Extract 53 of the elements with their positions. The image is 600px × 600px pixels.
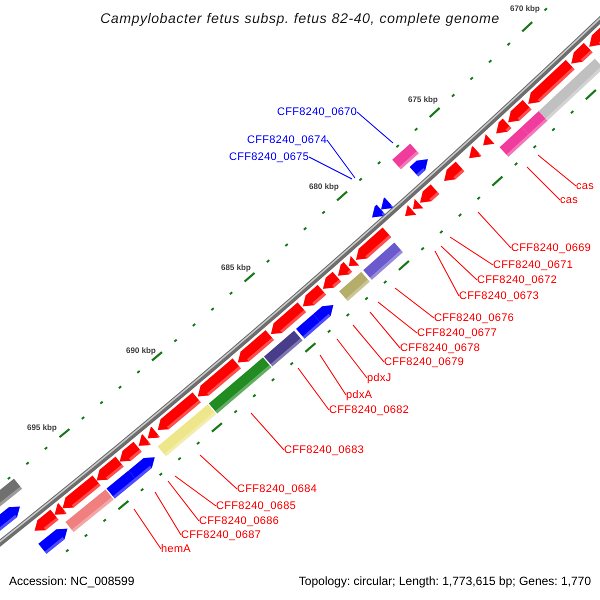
leader-line [308,156,352,180]
leader-line [174,476,216,506]
gene-label: CFF8240_0686 [199,514,280,528]
leader-line [134,508,162,550]
scale-label: 675 kbp [408,95,438,105]
leader-line [434,250,460,296]
leader-line [154,492,182,536]
gene-label: CFF8240_0682 [329,404,410,416]
gene-label: CFF8240_0674 [246,134,327,146]
scale-label: 690 kbp [126,346,156,356]
gene-label: CFF8240_0683 [284,444,364,456]
gene-label: CFF8240_0673 [459,290,540,302]
scale-label: 670 kbp [510,4,540,14]
gene-label: CFF8240_0678 [400,342,480,354]
accession-text: Accession: NC_008599 [9,574,134,588]
leader-line [394,288,434,318]
leader-line [526,166,560,200]
leader-line [320,354,346,396]
leader-line [326,140,356,178]
scale-label: 695 kbp [27,423,57,433]
gene-label: CFF8240_0676 [434,312,514,324]
gene-label: CFF8240_0679 [384,356,464,368]
gene-label: CFF8240_0669 [511,242,592,254]
leader-line [378,302,418,334]
scale-label: 680 kbp [309,182,339,192]
gene-label: cas [560,194,578,206]
leader-line [200,454,238,490]
gene-label: CFF8240_0670 [276,106,357,118]
gene-label: CFF8240_0671 [493,258,574,272]
gene-label: pdxA [346,388,372,402]
title: Campylobacter fetus subsp. fetus 82-40, complete genome [99,10,501,26]
leader-line [352,324,384,362]
gene-label: CFF8240_0684 [237,482,318,496]
scale-label: 685 kbp [221,263,251,273]
gene-label: CFF8240_0675 [228,150,309,164]
gene-label: hemA [161,542,191,556]
gene-label: pdxJ [367,372,392,384]
gene-label: CFF8240_0672 [477,274,558,286]
gene-label: CFF8240_0687 [181,528,262,542]
leader-line [450,236,494,266]
genome-summary-text: Topology: circular; Length: 1,773,615 bp; Genes: 1,770 [298,574,591,588]
leader-line [250,412,284,450]
gene-label: cas [576,180,594,192]
leader-line [298,368,330,410]
leader-line [336,338,368,378]
gene-label: CFF8240_0685 [216,500,296,512]
leader-line [370,312,400,348]
leader-line [356,112,394,144]
leader-line [478,212,512,248]
gene-label: CFF8240_0677 [417,326,498,340]
leader-line [440,246,478,280]
leader-line [168,480,200,522]
leader-line [538,154,576,186]
